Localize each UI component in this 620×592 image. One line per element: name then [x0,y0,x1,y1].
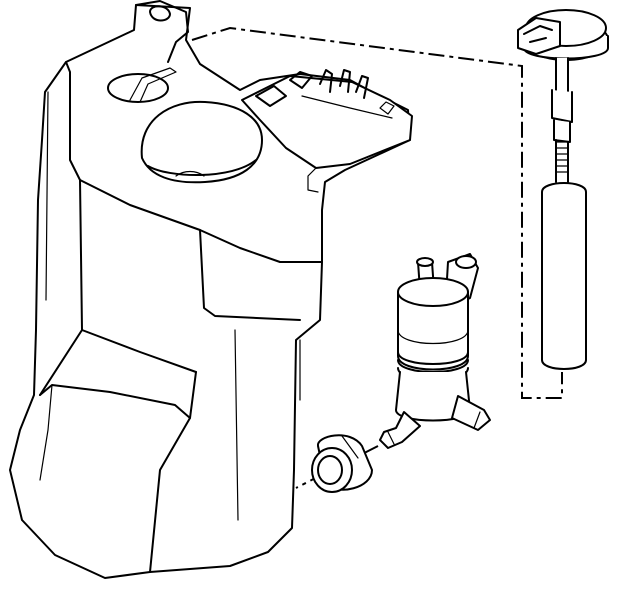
washer-pump [379,253,491,449]
filler-cap [140,100,263,184]
mounting-clip [241,69,413,193]
pump-grommet [311,434,373,493]
sensor-opening [107,73,169,103]
washer-reservoir [9,0,413,579]
sensor-leader-line [191,26,563,399]
level-sensor [517,9,609,370]
